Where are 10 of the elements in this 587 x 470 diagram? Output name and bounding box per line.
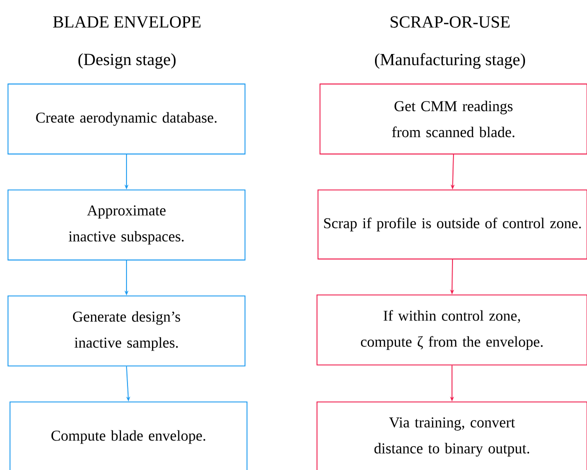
process-box: Get CMM readings from scanned blade. (320, 84, 587, 154)
process-box: Scrap if profile is outside of control zone. (318, 190, 587, 260)
heading: BLADE ENVELOPE (53, 16, 201, 28)
process-box: Create aerodynamic database. (8, 84, 246, 154)
process-box: Approximate inactive subspaces. (8, 190, 246, 260)
heading: SCRAP-OR-USE (390, 16, 510, 28)
process-box: Compute blade envelope. (10, 402, 248, 470)
process-box: Generate design’s inactive samples. (8, 296, 246, 366)
process-box: If within control zone, compute ζ from the envelope. (316, 294, 587, 366)
process-box: Via training, convert distance to binary output. (316, 402, 587, 470)
